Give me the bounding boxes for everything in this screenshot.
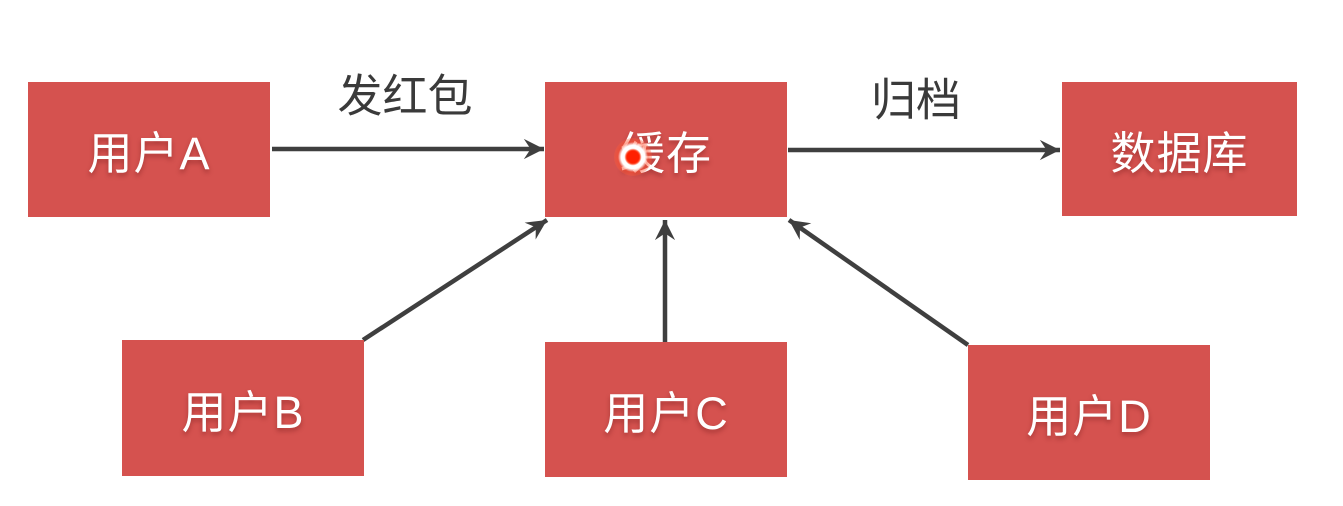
arrow-user-d-to-cache — [787, 218, 970, 347]
node-user-c[interactable]: 用户C — [545, 342, 787, 477]
node-database[interactable]: 数据库 — [1062, 82, 1297, 216]
arrow-user-b-to-cache — [361, 218, 549, 342]
edge-label-send-red-packet: 发红包 — [337, 70, 473, 122]
node-user-c-label: 用户C — [603, 388, 729, 439]
edge-label-archive: 归档 — [870, 74, 962, 126]
node-user-a[interactable]: 用户A — [28, 82, 270, 217]
node-user-b-label: 用户B — [181, 386, 305, 438]
node-user-d[interactable]: 用户D — [968, 345, 1210, 480]
node-user-b[interactable]: 用户B — [122, 340, 364, 476]
node-cache-label: 缓存 — [619, 128, 712, 179]
node-cache[interactable]: 缓存 — [545, 82, 787, 217]
node-user-a-label: 用户A — [87, 128, 211, 179]
node-database-label: 数据库 — [1110, 127, 1249, 179]
node-user-d-label: 用户D — [1026, 391, 1152, 442]
